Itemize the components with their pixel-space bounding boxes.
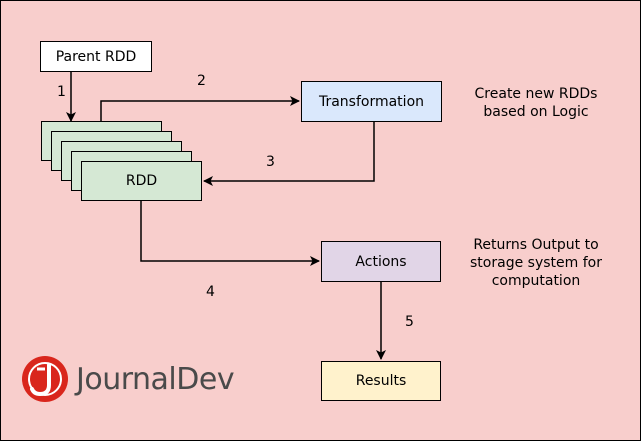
step-1-label: 1	[57, 84, 66, 100]
arrow-transformation-to-rdd	[203, 121, 375, 186]
transformation-node: Transformation	[301, 81, 442, 122]
transformation-label: Transformation	[318, 93, 425, 110]
rdd-node: RDD	[81, 161, 202, 201]
actions-label: Actions	[355, 253, 407, 270]
actions-note-line-2: storage system for	[470, 255, 602, 271]
journaldev-logo-text: JournalDev	[76, 362, 235, 397]
actions-note-line-1: Returns Output to	[473, 237, 599, 253]
actions-note: Returns Output to storage system for com…	[456, 236, 616, 290]
rdd-label: RDD	[125, 173, 158, 189]
step-5-label: 5	[405, 314, 414, 330]
step-2-label: 2	[197, 73, 206, 89]
actions-node: Actions	[321, 241, 441, 282]
arrow-rdd-to-transformation	[100, 96, 300, 121]
transformation-note-line-1: Create new RDDs	[474, 86, 598, 102]
step-3-label: 3	[266, 154, 275, 170]
results-node: Results	[321, 361, 441, 401]
transformation-note: Create new RDDs based on Logic	[456, 85, 616, 121]
step-4-label: 4	[206, 284, 215, 300]
transformation-note-line-2: based on Logic	[483, 104, 589, 120]
arrow-rdd-to-actions	[140, 201, 320, 266]
parent-rdd-label: Parent RDD	[55, 48, 137, 65]
results-label: Results	[355, 373, 407, 389]
actions-note-line-3: computation	[491, 273, 581, 289]
parent-rdd-node: Parent RDD	[40, 41, 152, 72]
